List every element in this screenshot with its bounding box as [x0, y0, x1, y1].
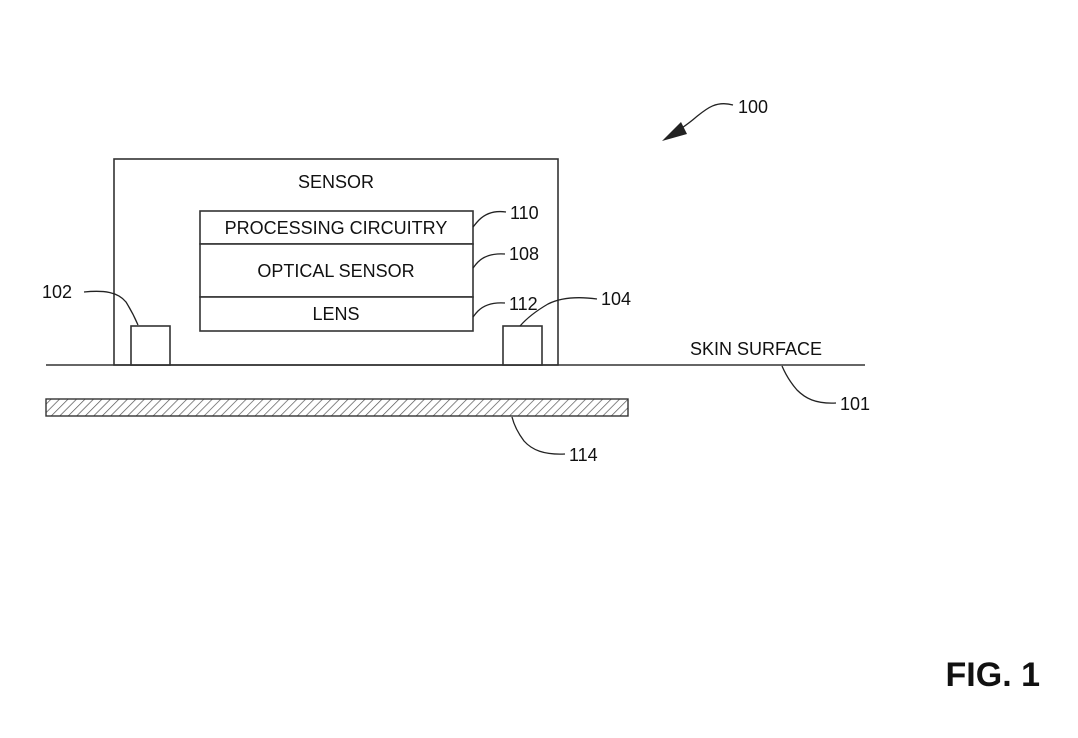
ref-104: 104	[601, 289, 631, 309]
ref-102-leader	[83, 290, 139, 326]
tissue-layer-114	[45, 398, 629, 417]
optical-sensor-box	[199, 243, 474, 298]
ref-104-leader	[519, 297, 598, 327]
processing-circuitry-label: PROCESSING CIRCUITRY	[225, 218, 448, 238]
skin-surface-label: SKIN SURFACE	[690, 339, 822, 359]
left-emitter-102	[130, 325, 171, 366]
right-emitter-104	[502, 325, 543, 366]
processing-circuitry-box	[199, 210, 474, 245]
lens-box	[199, 296, 474, 332]
ref-110: 110	[510, 203, 539, 223]
ref-112: 112	[509, 294, 538, 314]
lens-label: LENS	[312, 304, 359, 324]
ref-114-leader	[511, 416, 566, 455]
ref-101: 101	[840, 394, 870, 414]
ref-100: 100	[738, 97, 768, 117]
figure-title: FIG. 1	[946, 656, 1040, 694]
ref-114: 114	[569, 445, 598, 465]
ref-112-leader	[472, 302, 506, 318]
ref-110-leader	[472, 210, 507, 228]
sensor-label: SENSOR	[298, 172, 374, 192]
system-100-arrowhead	[662, 122, 687, 141]
ref-101-leader	[781, 365, 837, 404]
ref-108: 108	[509, 244, 539, 264]
optical-sensor-label: OPTICAL SENSOR	[257, 261, 414, 281]
ref-108-leader	[472, 253, 506, 269]
ref-102: 102	[42, 282, 72, 302]
system-100-leader	[675, 103, 734, 133]
